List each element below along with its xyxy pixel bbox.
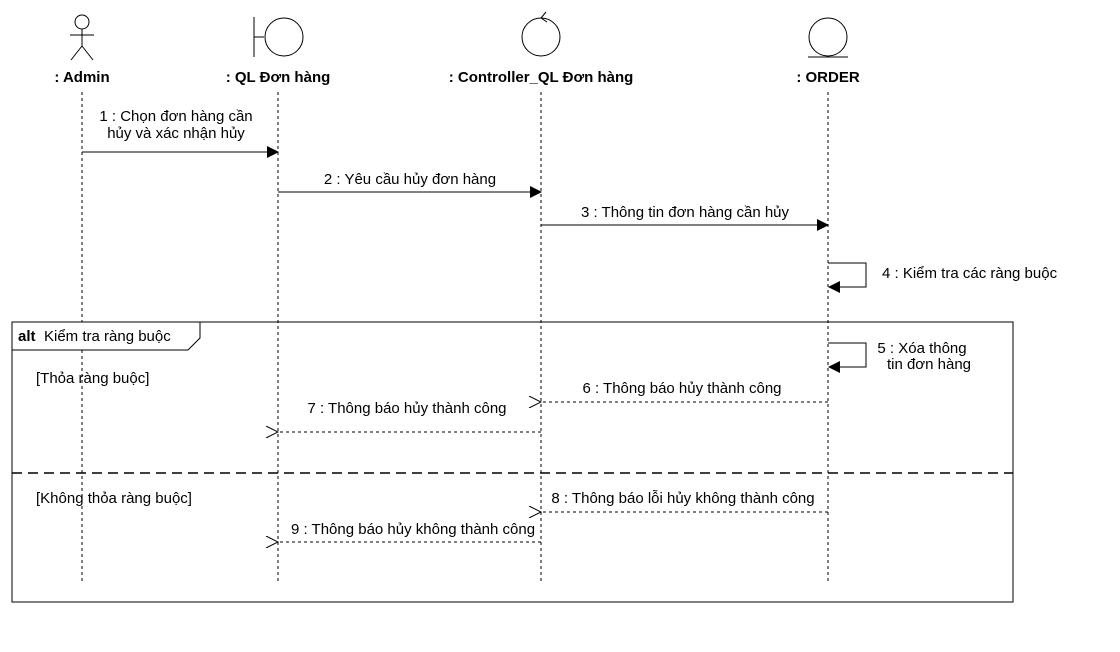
message-4-label: 4 : Kiểm tra các ràng buộc (882, 265, 1058, 282)
message-3-label: 3 : Thông tin đơn hàng cần hủy (581, 204, 790, 221)
participant-admin: : Admin (54, 69, 109, 86)
message-4-self-arrow (828, 262, 867, 293)
alt-title: Kiểm tra ràng buộc (44, 328, 171, 345)
message-7-label: 7 : Thông báo hủy thành công (307, 400, 506, 417)
message-2-label: 2 : Yêu cầu hủy đơn hàng (324, 171, 496, 188)
alt-fragment-tab (11, 321, 201, 351)
participant-order: : ORDER (796, 69, 860, 86)
message-5-label-line1: 5 : Xóa thông (877, 340, 966, 357)
boundary-icon (253, 17, 304, 57)
message-1-label-line1: 1 : Chọn đơn hàng cần (99, 108, 252, 125)
message-9-label: 9 : Thông báo hủy không thành công (291, 521, 535, 538)
entity-icon (808, 17, 848, 58)
participant-ql-don-hang: : QL Đơn hàng (226, 69, 331, 86)
message-5-self-arrow (828, 342, 867, 373)
guard-not-satisfied: [Không thỏa ràng buộc] (36, 490, 192, 507)
alt-fragment-frame (11, 321, 1014, 603)
message-5-label-line2: tin đơn hàng (887, 356, 971, 373)
participant-controller: : Controller_QL Đơn hàng (449, 69, 634, 86)
message-1-label-line2: hủy và xác nhận hủy (107, 125, 245, 142)
message-8-label: 8 : Thông báo lỗi hủy không thành công (551, 490, 814, 507)
guard-satisfied: [Thỏa ràng buộc] (36, 370, 149, 387)
alt-operator: alt (18, 328, 36, 345)
actor-icon (70, 14, 94, 61)
control-icon (521, 11, 561, 57)
message-6-label: 6 : Thông báo hủy thành công (582, 380, 781, 397)
